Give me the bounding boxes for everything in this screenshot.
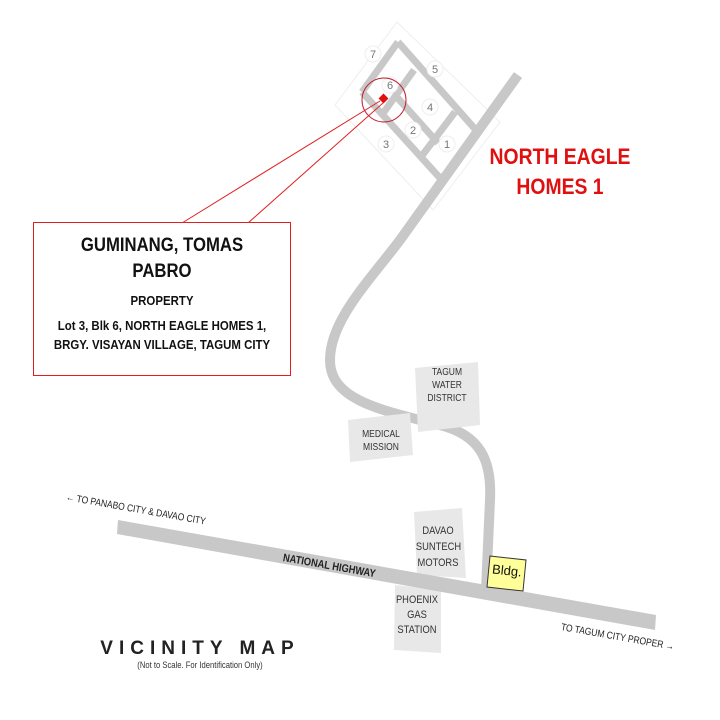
subdivision-streets — [359, 39, 478, 181]
block-marker — [426, 60, 444, 78]
label-line: MEDICAL — [362, 429, 400, 440]
block-4: 4 — [427, 102, 433, 114]
label-line: MISSION — [363, 442, 399, 453]
block-6: 6 — [387, 80, 393, 92]
bldg-label: Bldg. — [491, 561, 523, 580]
property-circle — [361, 77, 407, 123]
access-road — [324, 72, 523, 591]
national-highway — [117, 520, 656, 630]
medical-mission-label: MEDICAL MISSION — [355, 428, 408, 454]
owner-line: GUMINANG, TOMAS — [80, 235, 244, 256]
label-line: TAGUM — [431, 367, 463, 378]
tagum-water-district-label: TAGUM WATER DISTRICT — [420, 366, 474, 405]
block-marker — [364, 45, 382, 63]
block-5: 5 — [432, 64, 438, 76]
property-address: Lot 3, Blk 6, NORTH EAGLE HOMES 1, BRGY.… — [49, 316, 274, 354]
block-marker — [421, 98, 439, 116]
label-line: DAVAO — [422, 525, 454, 537]
block-marker — [377, 135, 395, 153]
block-1: 1 — [444, 139, 450, 151]
label-line: SUNTECH — [415, 541, 462, 553]
owner-line: PABRO — [132, 261, 192, 282]
davao-suntech-label: DAVAO SUNTECH MOTORS — [415, 523, 462, 571]
title-line: NORTH EAGLE — [489, 144, 631, 169]
block-7: 7 — [370, 49, 376, 61]
label-line: WATER — [432, 380, 462, 391]
title-line: HOMES 1 — [516, 174, 604, 199]
block-3: 3 — [383, 139, 389, 151]
label-line: PHOENIX — [395, 594, 439, 606]
address-line: Lot 3, Blk 6, NORTH EAGLE HOMES 1, — [57, 318, 267, 333]
callout-pointer — [181, 100, 381, 224]
block-marker — [381, 76, 399, 94]
block-marker — [404, 121, 422, 139]
map-footer: VICINITY MAP (Not to Scale. For Identifi… — [100, 638, 300, 670]
label-line: STATION — [397, 624, 437, 636]
address-line: BRGY. VISAYAN VILLAGE, TAGUM CITY — [53, 337, 271, 352]
phoenix-gas-label: PHOENIX GAS STATION — [396, 593, 439, 638]
property-callout: GUMINANG, TOMAS PABRO PROPERTY Lot 3, Bl… — [33, 222, 291, 376]
bldg-box — [486, 555, 527, 592]
phoenix-gas-box — [394, 585, 441, 653]
owner-name: GUMINANG, TOMAS PABRO — [49, 233, 274, 285]
callout-pointer — [247, 102, 384, 224]
davao-suntech-box — [414, 508, 466, 578]
subdivision-title: NORTH EAGLE HOMES 1 — [481, 142, 639, 202]
map-note: (Not to Scale. For Identification Only) — [137, 660, 263, 670]
tagum-water-district-box — [415, 362, 480, 432]
block-2: 2 — [410, 125, 416, 137]
label-line: DISTRICT — [427, 393, 467, 404]
block-marker — [438, 135, 456, 153]
label-line: MOTORS — [417, 557, 459, 569]
medical-mission-box — [348, 413, 413, 462]
property-type: PROPERTY — [130, 293, 194, 308]
label-line: GAS — [407, 609, 427, 621]
subdivision-boundary — [334, 21, 501, 211]
map-title: VICINITY MAP — [100, 638, 300, 659]
